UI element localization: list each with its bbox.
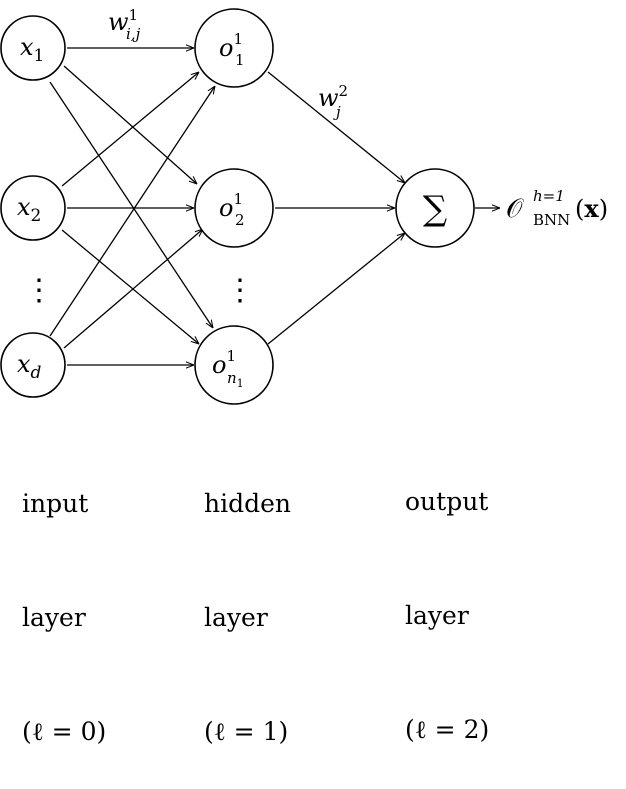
weight-label-input-hidden: w1: [108, 6, 138, 36]
node-label: o: [219, 34, 233, 62]
layer-index: (ℓ = 0): [22, 717, 107, 746]
svg-text:o1: o1: [219, 30, 243, 62]
output-expression: 𝒪 h=1 BNN (x): [506, 187, 608, 229]
node-label: o: [219, 194, 233, 222]
layer-word: layer: [22, 603, 86, 632]
svg-text:n1: n1: [227, 369, 244, 390]
node-subscript: 1: [235, 51, 245, 69]
node-subscript: n: [227, 369, 237, 387]
layer-caption-input: input layer (ℓ = 0): [22, 409, 106, 789]
hidden-node-on1: o1 n1: [194, 325, 274, 405]
layer-name: input: [22, 489, 89, 518]
hidden-node-o1: o1 1: [194, 8, 274, 88]
weight-subscript-input-hidden: i,j: [126, 25, 141, 43]
output-paren-close: ): [599, 195, 608, 223]
layer-caption-output: output layer (ℓ = 2): [405, 407, 489, 787]
input-node-xd: xd: [0, 332, 66, 398]
node-subscript: 2: [31, 206, 42, 226]
svg-text:o1: o1: [219, 190, 243, 222]
edge-xd-o1: [49, 86, 215, 337]
hidden-node-o2: o1 2: [194, 168, 274, 248]
node-subscript: d: [31, 363, 42, 383]
input-node-x1: x1: [0, 15, 66, 81]
neural-network-diagram: x1 x2 ⋮ xd o1 1 o1 2 ⋮ o1 n1: [0, 6, 608, 405]
node-subscript: 1: [34, 46, 45, 66]
layer-index: (ℓ = 1): [204, 717, 289, 746]
node-superscript: 1: [233, 30, 243, 48]
node-label: x: [17, 350, 31, 378]
layer-word: layer: [405, 601, 469, 630]
edge-x2-on1: [61, 229, 199, 344]
node-superscript: 1: [226, 347, 236, 365]
input-to-hidden-edges: [49, 48, 215, 365]
layer-index: (ℓ = 2): [405, 715, 490, 744]
layer-name: hidden: [204, 489, 291, 518]
svg-text:x1: x1: [20, 33, 44, 66]
node-subsubscript: 1: [237, 377, 244, 390]
input-node-x2: x2: [0, 175, 66, 241]
edge-x1-on1: [49, 81, 213, 328]
node-subscript: 2: [235, 211, 245, 229]
layer-caption-hidden: hidden layer (ℓ = 1): [204, 409, 291, 789]
node-label: x: [20, 33, 34, 61]
output-paren-open: (: [575, 195, 584, 223]
hidden-to-output-edges: [267, 71, 500, 345]
svg-text:𝒪: 𝒪: [506, 194, 524, 224]
weight-subscript-hidden-output: j: [333, 103, 341, 121]
input-vdots: ⋮: [24, 273, 54, 308]
edge-on1-sum: [267, 233, 405, 345]
sum-symbol: ∑: [423, 189, 447, 229]
output-node-sum: ∑: [395, 168, 475, 248]
edge-x1-o2: [63, 65, 197, 184]
node-superscript: 1: [233, 190, 243, 208]
edge-xd-o2: [63, 229, 203, 349]
layer-word: layer: [204, 603, 268, 632]
hidden-vdots: ⋮: [225, 273, 255, 308]
svg-text:x2: x2: [17, 193, 41, 226]
weight-label-hidden-output: w2: [318, 82, 348, 112]
output-symbol: 𝒪: [506, 194, 524, 224]
node-label: x: [17, 193, 31, 221]
svg-text:xd: xd: [17, 350, 42, 383]
node-label: o: [212, 351, 226, 379]
edge-o1-sum: [267, 71, 405, 183]
layer-name: output: [405, 487, 489, 516]
output-superscript: h=1: [533, 187, 565, 205]
output-subscript: BNN: [533, 211, 570, 229]
svg-text:o1: o1: [212, 347, 236, 379]
svg-text:(x): (x): [575, 194, 608, 223]
output-argument: x: [584, 194, 599, 223]
edge-x2-o1: [61, 72, 199, 187]
